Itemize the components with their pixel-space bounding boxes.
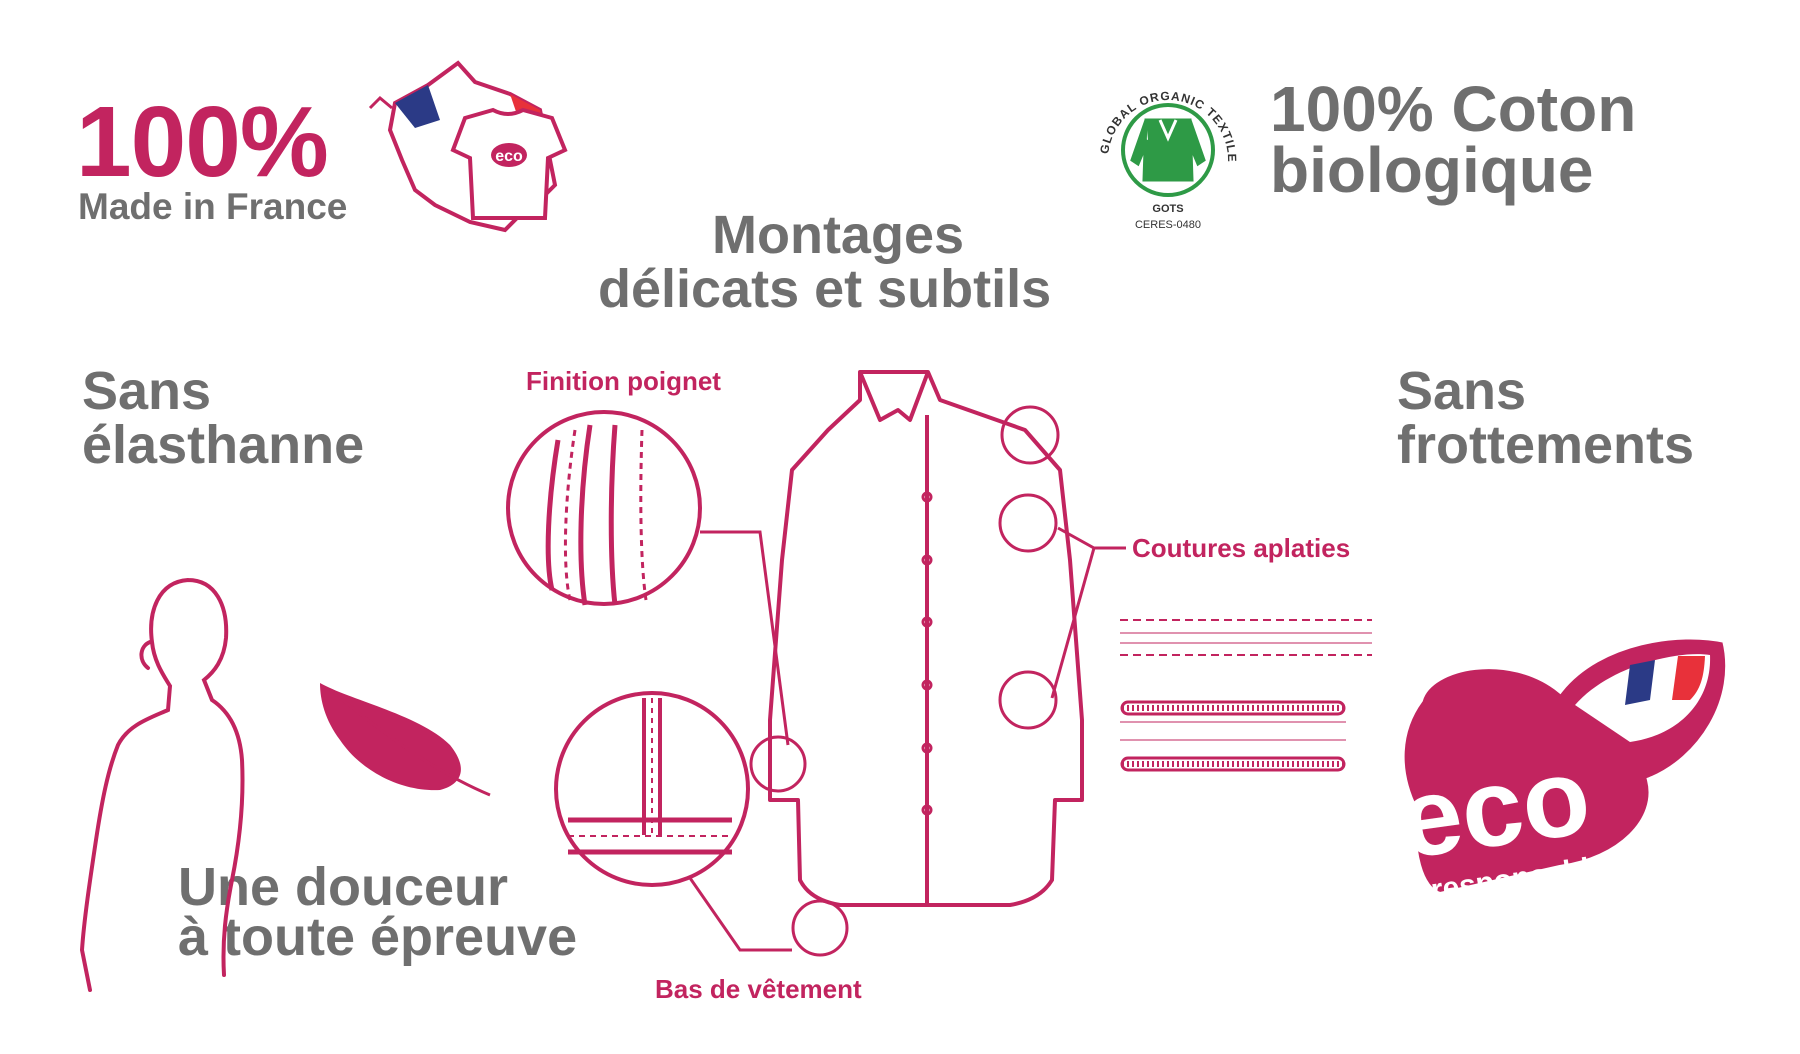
organic-cotton-line2: biologique	[1270, 134, 1594, 206]
france-tshirt-icon: eco	[368, 60, 568, 233]
feather-icon	[320, 683, 491, 797]
made-in-france-percent: 100%	[76, 86, 329, 198]
seam-callout-lines	[1050, 526, 1126, 699]
sans-elasthanne-line1: Sans	[82, 361, 212, 421]
eco-responsable-badge: eco responsable	[1392, 633, 1732, 907]
shirt-buttons	[921, 491, 933, 816]
gots-bottom-text: GOTS	[1152, 203, 1183, 215]
callout-finition-poignet: Finition poignet	[526, 366, 721, 396]
svg-text:GLOBAL ORGANIC TEXTILE STANDAR: GLOBAL ORGANIC TEXTILE STANDARD	[0, 0, 1239, 163]
montages-title-line1: Montages	[712, 205, 965, 265]
sans-frottements-line2: frottements	[1397, 415, 1695, 475]
hem-detail-magnifier	[554, 691, 792, 952]
cuff-detail-magnifier	[506, 410, 790, 746]
gots-cert-code: CERES-0480	[1135, 219, 1201, 231]
gots-logo: GLOBAL ORGANIC TEXTILE STANDARD GOTS CER…	[0, 0, 1239, 231]
tshirt-eco-mark: eco	[495, 148, 523, 165]
callout-coutures-aplaties: Coutures aplaties	[1132, 533, 1351, 563]
flat-seam-diagram	[1120, 619, 1372, 772]
sans-frottements-line1: Sans	[1397, 361, 1527, 421]
gots-ring-text: GLOBAL ORGANIC TEXTILE STANDARD	[0, 0, 1238, 163]
organic-cotton-line1: 100% Coton	[1270, 73, 1637, 145]
sans-elasthanne-line2: élasthanne	[82, 415, 365, 475]
woman-silhouette-icon	[79, 578, 245, 992]
eco-badge-word: eco	[1392, 734, 1597, 882]
douceur-line2: à toute épreuve	[178, 907, 578, 967]
callout-bas-de-vetement: Bas de vêtement	[655, 974, 862, 1004]
montages-title-line2: délicats et subtils	[598, 259, 1052, 319]
detail-markers	[749, 405, 1060, 957]
made-in-france-caption: Made in France	[78, 186, 348, 227]
shirt-outline-icon	[768, 370, 1084, 907]
